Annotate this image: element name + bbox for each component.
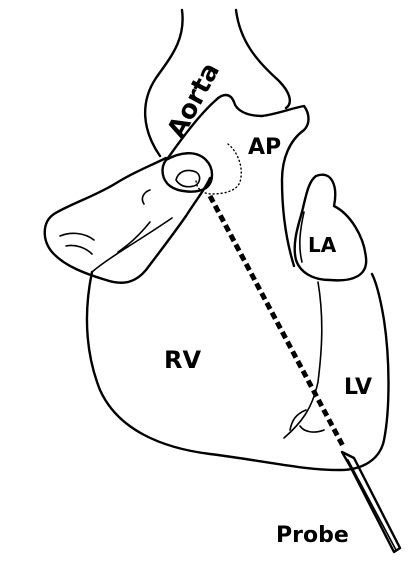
interventricular-groove <box>284 282 324 438</box>
probe-cable <box>210 196 400 552</box>
heart-base-line <box>92 218 172 272</box>
hand-finger <box>45 153 212 283</box>
label-la: LA <box>308 233 337 257</box>
label-probe: Probe <box>276 523 349 548</box>
label-ap: AP <box>248 135 281 160</box>
label-lv: LV <box>344 375 372 400</box>
left-atrium <box>295 175 366 281</box>
label-rv: RV <box>164 346 201 374</box>
heart-outline <box>87 272 389 470</box>
